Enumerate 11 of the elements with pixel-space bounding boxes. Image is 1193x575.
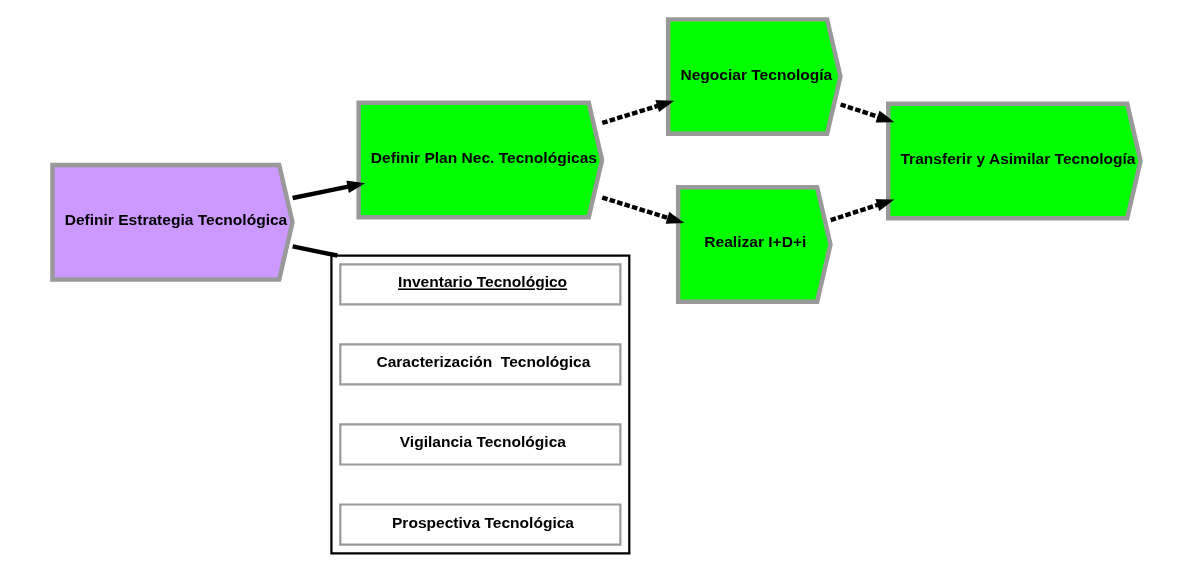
arrow bbox=[830, 199, 895, 223]
cluster bbox=[330, 254, 631, 555]
arrow bbox=[292, 180, 366, 201]
connector bbox=[292, 244, 338, 258]
node-box: Inventario Tecnológico bbox=[339, 263, 622, 306]
arrow bbox=[601, 100, 675, 126]
node-box: Prospectiva Tecnológica bbox=[339, 503, 622, 546]
arrow bbox=[601, 195, 685, 224]
node-box: Vigilancia Tecnológica bbox=[339, 423, 622, 466]
arrow bbox=[839, 102, 895, 123]
node-box: Caracterización Tecnológica bbox=[339, 343, 622, 386]
